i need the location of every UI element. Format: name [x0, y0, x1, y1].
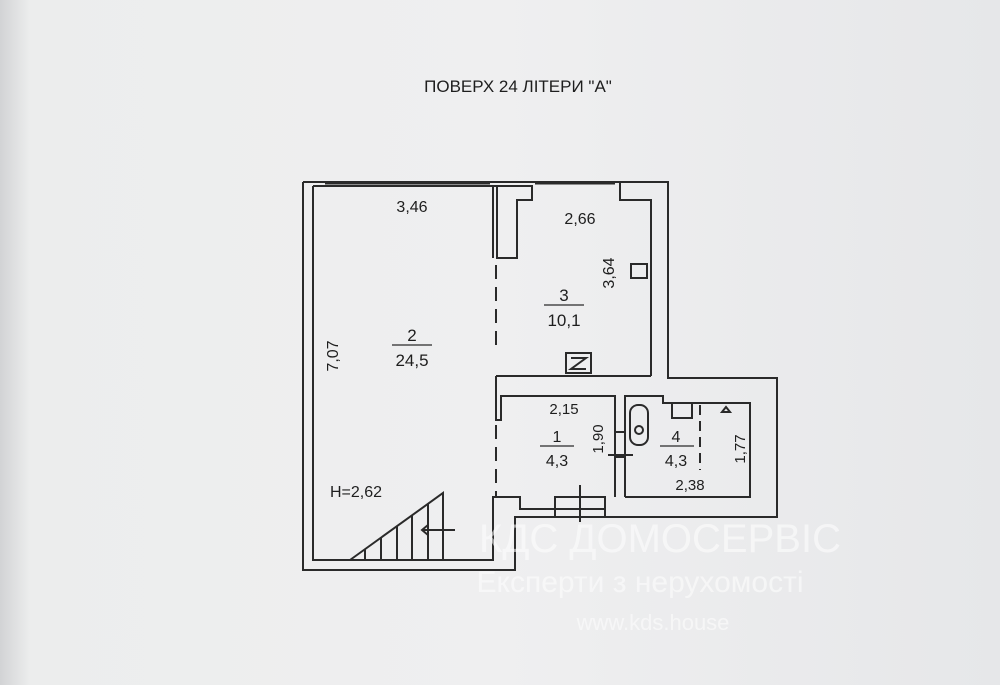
inner-wall [313, 185, 494, 258]
stove-symbol [567, 357, 590, 370]
door [614, 431, 626, 458]
room4-area: 4,3 [665, 453, 687, 470]
partition-wall [619, 183, 652, 376]
ceiling-height: H=2,62 [330, 484, 382, 501]
staircase [349, 491, 455, 561]
room4-wall [624, 395, 751, 498]
stove-icon [565, 352, 592, 374]
shower-icon [719, 405, 733, 413]
room2-area: 24,5 [395, 351, 428, 370]
sink-icon [630, 263, 648, 279]
watermark-brand: КДС ДОМОСЕРВІС [479, 517, 841, 561]
dim-room4-length: 1,77 [732, 434, 749, 463]
room1-wall [495, 376, 616, 497]
dim-room3-width: 2,66 [564, 211, 595, 228]
room1-number: 1 [553, 429, 562, 446]
dim-room4-width: 2,38 [675, 477, 704, 494]
room2-number: 2 [407, 326, 416, 345]
room4-number: 4 [672, 429, 681, 446]
sink-icon [671, 402, 693, 419]
watermark-tagline: Експерти з нерухомості [476, 566, 803, 599]
dim-room1-width: 2,15 [549, 401, 578, 418]
plan-title: ПОВЕРХ 24 ЛІТЕРИ "А" [424, 77, 612, 96]
room3-area: 10,1 [547, 311, 580, 330]
toilet-bowl [634, 425, 644, 435]
dim-room2-length: 7,07 [325, 340, 342, 371]
toilet-icon [629, 404, 649, 446]
dim-room3-length: 3,64 [601, 257, 618, 288]
watermark-url: www.kds.house [576, 610, 730, 635]
room3-number: 3 [559, 286, 568, 305]
room1-area: 4,3 [546, 453, 568, 470]
dim-room2-width: 3,46 [396, 199, 427, 216]
partition-wall [493, 185, 533, 259]
inner-wall [312, 186, 605, 561]
dim-room1-length: 1,90 [590, 424, 607, 453]
outer-wall [302, 181, 778, 571]
